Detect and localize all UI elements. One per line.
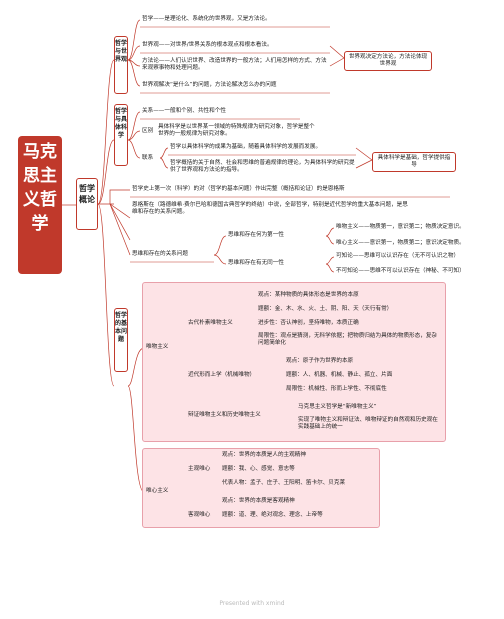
root-node: 马克思主义哲学 (18, 136, 62, 274)
dialectical-label: 辩证唯物主义和历史唯物主义 (188, 412, 261, 418)
objective-label: 客观唯心 (188, 512, 211, 518)
idealism-label: 唯心主义 (146, 488, 169, 494)
q2-label: 思维和存在有无同一性 (228, 260, 284, 266)
item-philosophy: 哲学——是理论化、系统化的世界观，又是方法论。 (142, 16, 271, 22)
item-worldview: 世界观——对世界/世界关系的根本观点和根本看法。 (142, 42, 273, 48)
ancient-examples: 题额：金、木、水、火、土、阴、阳、天（天行有常） (258, 306, 393, 312)
dialectical-new: 马克思主义哲学是“新唯物主义” (298, 404, 377, 410)
materialism-label: 唯物主义 (146, 344, 169, 350)
note-worldview: 世界观决定方法论，方法论体现世界观 (344, 51, 432, 71)
relation-label: 关系 (142, 108, 154, 114)
connection-text-1: 哲学以具体科学的成果为基础，随着具体科学的发展而发展。 (170, 144, 322, 150)
item-question: 世界观解决“是什么”的问题，方法论解决怎么办的问题 (142, 82, 277, 88)
materialism-panel (142, 282, 446, 442)
ancient-view: 观点：某种物质的具体形态是世界的本原 (258, 292, 359, 298)
q1-materialism: 唯物主义——物质第一，意识第二；物质决定意识。 (336, 224, 465, 230)
q1-label: 思维和存在何为第一性 (228, 232, 284, 238)
relation-question: 思维和存在的关系问题 (132, 251, 188, 257)
subjective-examples: 题额：我、心、感觉、意志等 (222, 466, 295, 472)
section-worldview: 哲学与世界观 (114, 36, 128, 94)
modern-examples: 题额：人、机器、机械、静止、孤立、片面 (286, 372, 393, 378)
idealism-panel (142, 448, 380, 528)
q2-knowable: 可知论——思维可以认识存在（无不可认识之物） (336, 253, 460, 259)
objective-examples: 题额：道、理、绝对观念、理念、上帝等 (222, 512, 323, 518)
connection-text-2: 哲学概括的关于自然、社会和思维的普遍规律的理论，为具体科学的研究提供了世界观和方… (170, 160, 355, 174)
section-basic-question: 哲学的基本问题 (114, 308, 128, 372)
subjective-view: 观点：世界的本质是人的主观精神 (222, 452, 306, 458)
q1-idealism: 唯心主义——意识第一，物质第二；意识决定物质。 (336, 240, 465, 246)
connection-label: 联系 (142, 155, 154, 161)
intro-text: 哲学史上第一次（科学）的对（哲学的基本问题）作出完整（概括和论证）的是恩格斯 (132, 186, 345, 192)
item-methodology: 方法论——人们认识世界、改造世界的一般方法；人们用怎样的方式、方法来观察事物和处… (142, 58, 327, 72)
engels-text: 恩格斯在（路德维希·费尔巴哈和德国古典哲学的终结）中说，全部哲学，特别是近代哲学… (132, 202, 408, 216)
subjective-people: 代表人物：孟子、庄子、王阳明、笛卡尔、贝克莱 (222, 480, 346, 486)
ancient-label: 古代朴素唯物主义 (188, 320, 233, 326)
relation-text: ——一般和个别、共性和个性 (153, 108, 226, 114)
q2-unknowable: 不可知论——思维不可以认识存在（神秘、不可知） (336, 268, 465, 274)
subjective-label: 主观唯心 (188, 466, 211, 472)
footer-watermark: Presented with xmind (219, 600, 285, 607)
modern-view: 观点：原子作为世界的本原 (286, 358, 354, 364)
note-science: 具体科学是基础，哲学提供指导 (372, 152, 456, 172)
ancient-limits: 局限性：观点是猜测，无科学依据；把物质归结为具体的物质形态，复杂问题简单化 (258, 333, 438, 347)
section-science: 哲学与具体科学 (114, 104, 128, 166)
main-topic: 哲学概论 (76, 178, 98, 230)
difference-text: 具体科学是以世界某一领域的特殊规律为研究对象，哲学是整个世界的一般规律为研究对象… (158, 124, 315, 138)
dialectical-unity: 实现了唯物主义和辩证法、唯物辩证的自然观和历史观在实践基础上的统一 (298, 417, 438, 431)
difference-label: 区别 (142, 128, 154, 134)
ancient-progress: 进步性：否认神创，坚持唯物，本质正确 (258, 320, 359, 326)
modern-label: 近代形而上学（机械唯物） (188, 372, 256, 378)
modern-limits: 局限性：机械性、形而上学性、不彻底性 (286, 386, 387, 392)
objective-view: 观点：世界的本质是客观精神 (222, 498, 295, 504)
